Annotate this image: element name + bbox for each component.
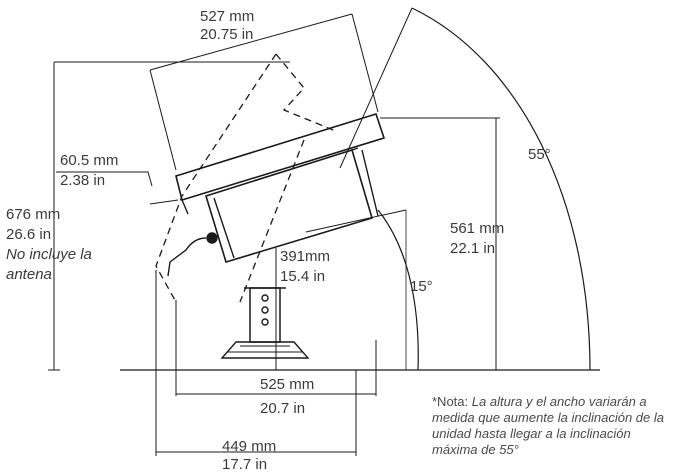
radome-top bbox=[175, 113, 386, 202]
tilted-outline-dashed bbox=[155, 53, 339, 303]
note-block: *Nota: La altura y el ancho variarán a m… bbox=[432, 394, 672, 458]
height-radome-mm: 561 mm bbox=[450, 220, 505, 237]
depth-base-mm: 449 mm bbox=[222, 438, 277, 455]
tilt-arc-outer bbox=[411, 7, 591, 371]
note-label: *Nota: bbox=[432, 394, 469, 409]
pedestal-mm: 391mm bbox=[280, 248, 331, 265]
pedestal-in: 15.4 in bbox=[280, 268, 326, 285]
height-total-note-2: antena bbox=[6, 266, 52, 283]
thickness-mm: 60.5 mm bbox=[60, 152, 119, 169]
height-total-in: 26.6 in bbox=[6, 226, 52, 243]
angle-max-label: 55° bbox=[528, 146, 551, 163]
height-total-note-1: No incluye la bbox=[6, 246, 92, 263]
dim-60-5-leader bbox=[56, 171, 153, 187]
tilt-arc-inner bbox=[377, 209, 419, 371]
width-top-in: 20.75 in bbox=[200, 26, 254, 43]
unit-body bbox=[205, 148, 373, 263]
height-total-mm: 676 mm bbox=[6, 206, 61, 223]
width-base-in: 20.7 in bbox=[260, 400, 306, 417]
pedestal-base bbox=[220, 341, 310, 359]
height-radome-in: 22.1 in bbox=[450, 240, 496, 257]
angle-min-label: 15° bbox=[410, 278, 433, 295]
note-text: La altura y el ancho variarán a medida q… bbox=[432, 394, 664, 457]
depth-base-in: 17.7 in bbox=[222, 456, 268, 473]
width-base-mm: 525 mm bbox=[260, 376, 315, 393]
thickness-in: 2.38 in bbox=[60, 172, 106, 189]
width-top-mm: 527 mm bbox=[200, 8, 255, 25]
dim-527-line bbox=[149, 13, 353, 71]
side-handle bbox=[167, 237, 207, 277]
tilt-axis-55 bbox=[339, 7, 413, 169]
